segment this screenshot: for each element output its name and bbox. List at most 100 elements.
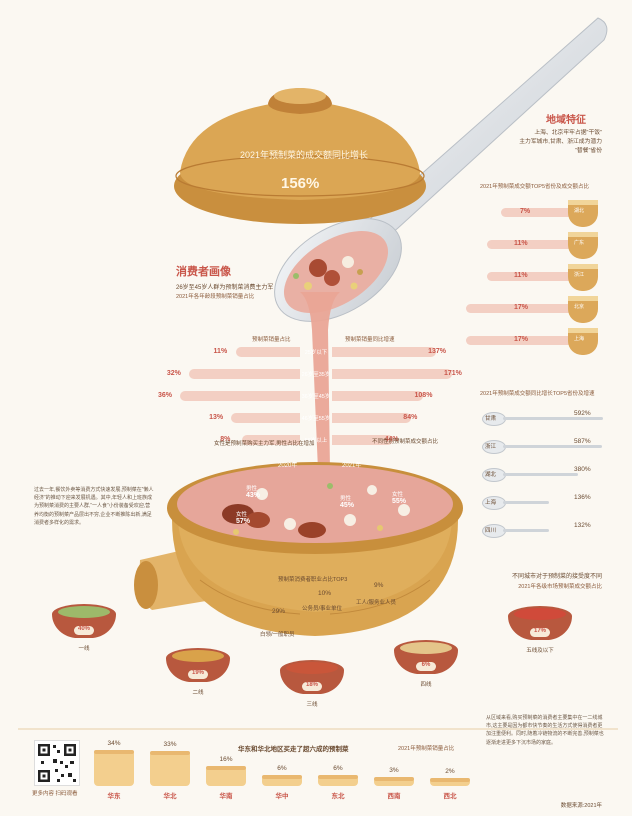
bowl-food	[400, 642, 452, 654]
job-pct: 10%	[318, 590, 332, 597]
consumer-title: 消费者画像	[176, 266, 231, 278]
age-growth-pct: 108%	[414, 392, 433, 399]
bowl-badge	[530, 628, 550, 637]
age-label: 56岁以上	[304, 438, 328, 444]
region-pct: 16%	[219, 755, 233, 763]
age-growth-bar	[332, 347, 437, 357]
region-bar	[206, 765, 246, 786]
year-2021: 2021年	[342, 463, 362, 469]
year-2020: 2020年	[278, 463, 298, 469]
growth-pct: 587%	[574, 438, 591, 445]
top5-pct: 7%	[520, 208, 531, 215]
top5-bar	[466, 304, 580, 313]
growth-name: 四川	[485, 528, 497, 534]
region-pct: 6%	[277, 764, 287, 772]
qr-code-icon	[38, 744, 76, 782]
bowl-label: 五线及以下	[526, 648, 554, 654]
age-label: 25岁以下	[304, 350, 328, 356]
region-bar-top	[150, 750, 190, 755]
gender-growth-note: 不同性别预制菜成交额占比	[372, 439, 439, 445]
top5-pct: 11%	[514, 272, 528, 279]
top5-bar	[487, 240, 580, 249]
region-bar-top	[318, 774, 358, 779]
growth-bar	[503, 529, 549, 532]
bottom-note: 2021年预制菜销量占比	[398, 746, 455, 752]
region-bar	[318, 774, 358, 786]
job-pct: 29%	[272, 608, 286, 615]
job-label: 白领/一般职员	[260, 632, 295, 638]
growth-bar	[503, 445, 603, 448]
age-share-pct: 36%	[158, 392, 173, 399]
top5-name: 浙江	[574, 272, 585, 278]
bowl-label: 一线	[78, 646, 90, 652]
region-bar	[430, 778, 470, 786]
bowl-badge	[74, 626, 94, 635]
top5-name: 北京	[574, 304, 585, 310]
bowl-badge	[416, 662, 436, 671]
region-bar-top	[94, 750, 134, 754]
gender-2021-label: 男性	[340, 496, 352, 502]
age-growth-bar	[332, 435, 393, 445]
growth-pct: 592%	[574, 410, 591, 417]
bowl-badge	[302, 682, 322, 691]
age-growth-bar	[332, 413, 412, 423]
age-share-bar	[188, 369, 300, 379]
growth-pct: 132%	[574, 522, 591, 529]
age-growth-bar	[332, 369, 452, 379]
bottom-divider	[18, 728, 618, 730]
age-growth-pct: 84%	[403, 414, 418, 421]
top5-name: 上海	[574, 336, 585, 342]
job-label: 公务员/事业单位	[302, 606, 343, 612]
region-name: 华南	[219, 793, 233, 800]
cities-title: 不同城市对于预制菜的接受度不同	[511, 574, 602, 580]
top5-bar	[501, 208, 580, 217]
qr-code[interactable]	[34, 740, 80, 786]
region-pct: 33%	[163, 740, 177, 748]
age-growth-bar	[332, 391, 423, 401]
region-pct: 6%	[333, 764, 343, 772]
top5-pct: 11%	[514, 240, 528, 247]
closing-text: 从区域来看,购买预制菜的消费者主要集中在一二线城市,这主要是因为都市快节奏的生活…	[486, 715, 604, 746]
region-pct: 3%	[389, 767, 399, 775]
intro-text: 过去一年,餐饮外卖等消费方式快速发展,预制菜在“懒人经济”的推动下迎来发展机遇。…	[34, 487, 154, 526]
age-share-pct: 11%	[213, 348, 228, 355]
gender-2021-label: 女性	[392, 492, 404, 498]
province-bowl-icon	[568, 232, 598, 259]
region-name: 华北	[163, 793, 177, 800]
bowl-pct: 19%	[191, 670, 204, 676]
growth-title: 2021年预制菜成交额同比增长TOP5省份及增速	[480, 391, 595, 397]
age-label: 36岁至45岁	[301, 394, 331, 400]
age-growth-pct: 44%	[384, 436, 399, 443]
age-share-bar	[235, 347, 300, 357]
region-subtitle-3: “替餐”省份	[574, 148, 602, 154]
region-subtitle-2: 主力军城市,甘肃、浙江成为潜力	[519, 139, 602, 145]
growth-bar	[503, 501, 550, 504]
province-bowl-icon	[568, 296, 598, 323]
consumer-note: 2021年各年龄段预制菜销量占比	[176, 294, 255, 300]
growth-pct: 136%	[574, 494, 591, 501]
job-pct: 9%	[374, 582, 384, 589]
top5-name: 湖北	[574, 208, 585, 214]
consumer-subtitle: 26岁至45岁人群为预制菜消费主力军	[176, 285, 274, 291]
region-title: 地域特征	[546, 115, 586, 126]
qr-caption: 更多内容 扫码观看	[32, 791, 78, 797]
region-bar	[262, 774, 302, 786]
top5-pct: 17%	[514, 304, 529, 311]
province-bowl-icon	[568, 200, 598, 227]
region-name: 华东	[107, 793, 121, 800]
age-share-bar	[242, 435, 300, 445]
region-subtitle-1: 上海、北京牢牢占据“干饭”	[534, 130, 602, 136]
region-name: 华中	[275, 793, 289, 800]
bottom-title: 华东和华北地区买走了超六成的预制菜	[238, 746, 349, 753]
region-bar	[150, 750, 190, 786]
bowl-label: 三线	[306, 702, 318, 708]
bowl-pct: 17%	[533, 628, 546, 634]
lid-value: 156%	[281, 175, 320, 192]
age-label: 46岁至55岁	[301, 416, 331, 422]
gender-2020-pct: 43%	[246, 492, 261, 499]
growth-name: 上海	[485, 500, 497, 506]
bowl-pct: 40%	[77, 626, 90, 632]
bowl-badge	[188, 670, 208, 679]
